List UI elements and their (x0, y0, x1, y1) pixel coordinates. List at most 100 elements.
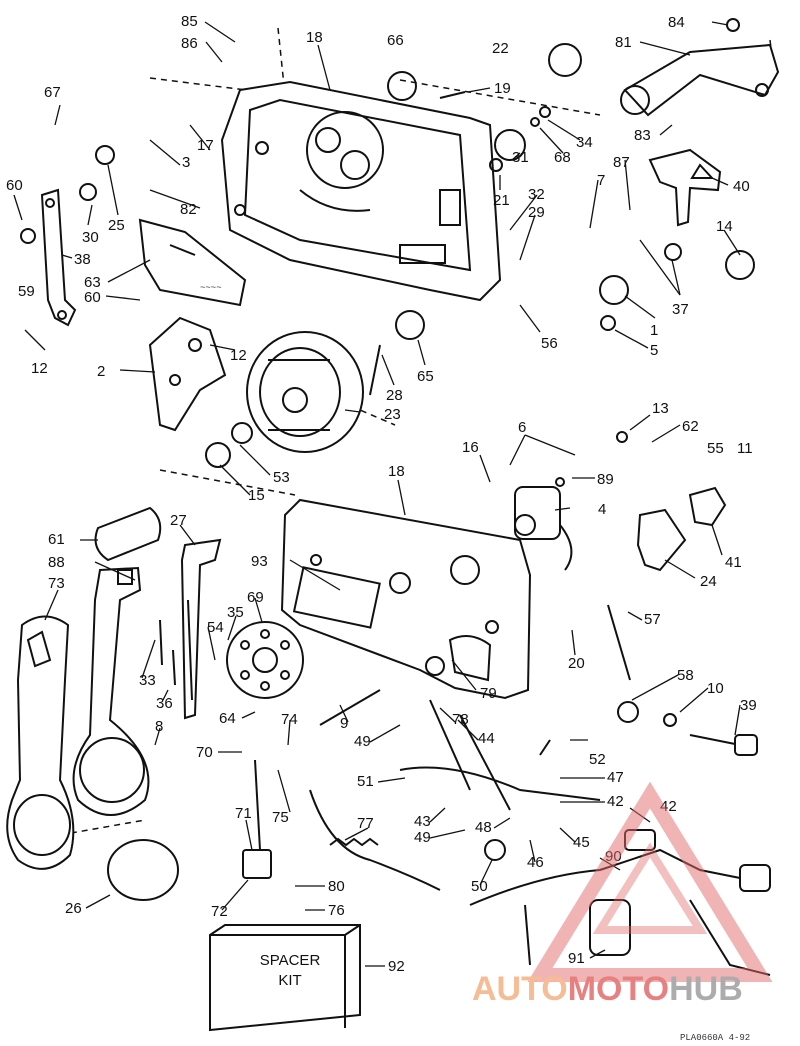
automotohub-watermark: AUTOMOTOHUB (472, 781, 773, 1008)
callout-32: 32 (528, 186, 545, 203)
callout-77: 77 (357, 815, 374, 832)
lower-control-housing (280, 498, 532, 700)
callout-19: 19 (494, 80, 511, 97)
callout-labels: 85 86 18 66 22 84 81 67 19 17 3 34 68 31… (6, 13, 757, 975)
watermark-moto: MOTO (568, 970, 669, 1008)
spacer-kit-line2: KIT (278, 972, 301, 989)
callout-5: 5 (650, 342, 658, 359)
callout-25: 25 (108, 217, 125, 234)
neutral-lever-81 (620, 43, 780, 117)
callout-11: 11 (737, 440, 753, 457)
callout-27: 27 (170, 512, 187, 529)
callout-69: 69 (247, 589, 264, 606)
callout-6: 6 (518, 419, 526, 436)
callout-12-b: 12 (31, 360, 48, 377)
callout-58: 58 (677, 667, 694, 684)
callout-63: 63 (84, 274, 101, 291)
callout-3: 3 (182, 154, 190, 171)
watermark-triangle (527, 781, 773, 982)
spacer-kit-box: SPACER KIT (209, 924, 361, 1032)
callout-84: 84 (668, 14, 685, 31)
callout-18: 18 (306, 29, 323, 46)
callout-65: 65 (417, 368, 434, 385)
reference-code: PLA0660A 4-92 (680, 1033, 750, 1043)
callout-49: 49 (354, 733, 371, 750)
callout-54: 54 (207, 619, 224, 636)
watermark-hub: HUB (669, 970, 743, 1008)
callout-15: 15 (248, 487, 265, 504)
callout-46: 46 (527, 854, 544, 871)
callout-47: 47 (607, 769, 624, 786)
callout-60: 60 (6, 177, 23, 194)
svg-text:AUTOMOTOHUB: AUTOMOTOHUB (472, 970, 743, 1008)
callout-78: 78 (452, 711, 469, 728)
callout-56: 56 (541, 335, 558, 352)
callout-88: 88 (48, 554, 65, 571)
callout-86: 86 (181, 35, 198, 52)
callout-7: 7 (597, 172, 605, 189)
callout-73: 73 (48, 575, 65, 592)
callout-89: 89 (597, 471, 614, 488)
callout-62: 62 (682, 418, 699, 435)
throttle-handle-88 (72, 566, 150, 816)
callout-61: 61 (48, 531, 65, 548)
callout-51: 51 (357, 773, 374, 790)
callout-80: 80 (328, 878, 345, 895)
callout-49-b: 49 (414, 829, 431, 846)
callout-13: 13 (652, 400, 669, 417)
callout-33: 33 (139, 672, 156, 689)
callout-75: 75 (272, 809, 289, 826)
callout-28: 28 (386, 387, 403, 404)
plate-63: ~~~~ (138, 218, 247, 307)
throttle-cam-23 (246, 331, 364, 453)
callout-64: 64 (219, 710, 236, 727)
watermark-auto: AUTO (472, 970, 568, 1008)
callout-93: 93 (251, 553, 268, 570)
callout-40: 40 (733, 178, 750, 195)
callout-87: 87 (613, 154, 630, 171)
callout-48: 48 (475, 819, 492, 836)
leader-lines (13, 21, 741, 967)
callout-42: 42 (607, 793, 624, 810)
callout-37: 37 (672, 301, 689, 318)
callout-72: 72 (211, 903, 228, 920)
bracket-2 (148, 316, 227, 432)
callout-91: 91 (568, 950, 585, 967)
callout-30: 30 (82, 229, 99, 246)
connector-72 (242, 759, 272, 879)
arm-38 (40, 188, 77, 327)
callout-20: 20 (568, 655, 585, 672)
callout-67: 67 (44, 84, 61, 101)
callout-35: 35 (227, 604, 244, 621)
callout-4: 4 (598, 501, 606, 518)
callout-9: 9 (340, 715, 348, 732)
callout-53: 53 (273, 469, 290, 486)
callout-50: 50 (471, 878, 488, 895)
callout-41: 41 (725, 554, 742, 571)
callout-34: 34 (576, 134, 593, 151)
callout-21: 21 (493, 192, 510, 209)
trim-switch-39 (689, 734, 758, 756)
wiring-harness (399, 699, 601, 811)
plate-24 (636, 508, 687, 572)
callout-81: 81 (615, 34, 632, 51)
coiled-cable-77 (309, 789, 441, 891)
callout-60-b: 60 (84, 289, 101, 306)
spacer-kit-line1: SPACER (260, 952, 321, 969)
callout-71: 71 (235, 805, 252, 822)
callout-44: 44 (478, 730, 495, 747)
shift-lever-27 (180, 538, 222, 720)
callout-16: 16 (462, 439, 479, 456)
callout-55: 55 (707, 440, 724, 457)
callout-92: 92 (388, 958, 405, 975)
callout-59: 59 (18, 283, 35, 300)
callout-57: 57 (644, 611, 661, 628)
callout-45: 45 (573, 834, 590, 851)
callout-2: 2 (97, 363, 105, 380)
callout-10: 10 (707, 680, 724, 697)
callout-83: 83 (634, 127, 651, 144)
callout-26: 26 (65, 900, 82, 917)
callout-18-b: 18 (388, 463, 405, 480)
callout-43: 43 (414, 813, 431, 830)
